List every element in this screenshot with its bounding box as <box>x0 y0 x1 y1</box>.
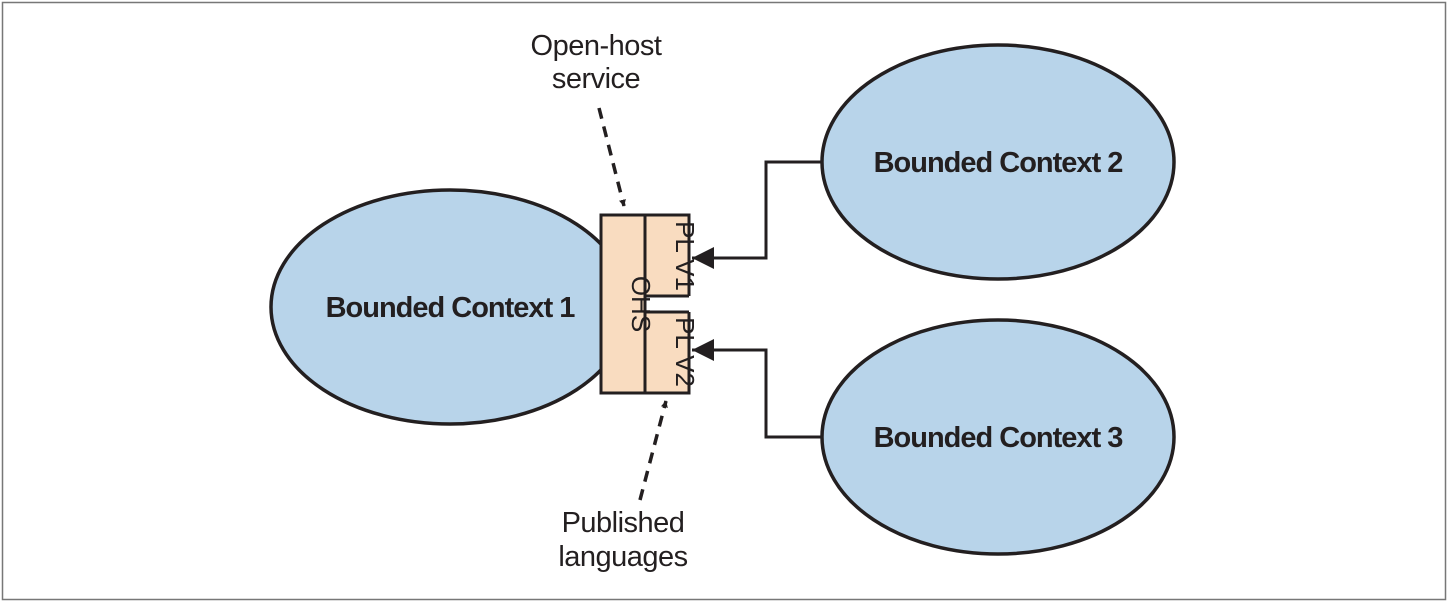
published-callout-line2: languages <box>558 541 687 573</box>
published-languages-dashed-arrow <box>638 400 668 501</box>
open-host-callout-line1: Open-host <box>531 30 662 62</box>
pl-v2-label: PL V2 <box>670 317 700 387</box>
open-host-callout-line2: service <box>552 63 640 95</box>
bounded-context-2-label: Bounded Context 2 <box>874 147 1123 179</box>
pl-gap-mask <box>646 296 691 312</box>
connector-bc3-to-pl-v2 <box>692 339 822 439</box>
open-host-dashed-arrow <box>597 107 626 207</box>
connector-bc2-to-pl-v1 <box>692 160 822 269</box>
bounded-context-3-label: Bounded Context 3 <box>874 422 1124 454</box>
bounded-context-1-label: Bounded Context 1 <box>326 292 576 324</box>
pl-v1-label: PL V1 <box>670 221 700 291</box>
ohs-label: OHS <box>626 276 656 332</box>
published-callout-line1: Published <box>562 507 685 539</box>
